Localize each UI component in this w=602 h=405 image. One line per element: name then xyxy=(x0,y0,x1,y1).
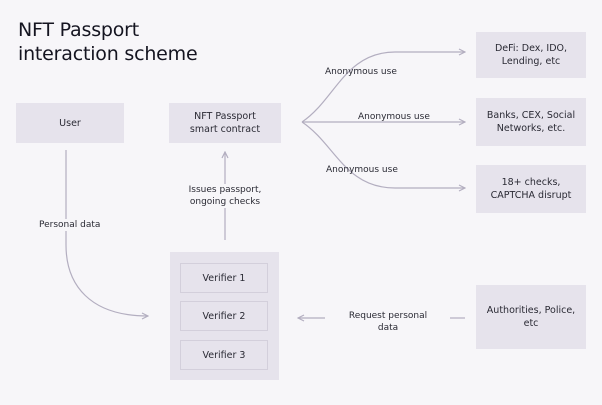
verifier-2-label: Verifier 2 xyxy=(202,310,246,322)
verifier-3-node: Verifier 3 xyxy=(180,340,268,370)
issues-line-2: ongoing checks xyxy=(189,197,261,207)
issues-line-1: Issues passport, xyxy=(188,185,262,195)
authorities-node: Authorities, Police, etc xyxy=(476,285,586,349)
edge-label-personal-data: Personal data xyxy=(37,219,103,231)
age-checks-node: 18+ checks, CAPTCHA disrupt xyxy=(476,165,586,213)
contract-label-line-2: smart contract xyxy=(189,124,261,135)
edge-label-request-personal-data: Request personal data xyxy=(346,310,430,334)
defi-node: DeFi: Dex, IDO, Lending, etc xyxy=(476,32,586,78)
checks-label-line-2: CAPTCHA disrupt xyxy=(490,190,572,201)
title-line-1: NFT Passport xyxy=(18,19,140,41)
arrow-user-to-verifier xyxy=(65,150,148,316)
edge-label-anonymous-top: Anonymous use xyxy=(325,67,397,77)
title-line-2: interaction scheme xyxy=(18,43,198,65)
smart-contract-node: NFT Passport smart contract xyxy=(169,103,281,143)
verifier-group: Verifier 1 Verifier 2 Verifier 3 xyxy=(170,252,279,380)
user-node: User xyxy=(16,103,124,143)
arrow-contract-to-defi xyxy=(301,52,465,123)
edge-label-anonymous-bottom: Anonymous use xyxy=(326,165,398,175)
authorities-label: Authorities, Police, etc xyxy=(486,305,576,329)
verifier-1-label: Verifier 1 xyxy=(202,272,246,284)
checks-label-line-1: 18+ checks, xyxy=(501,177,561,188)
banks-label-line-2: Networks, etc. xyxy=(496,123,566,134)
verifier-2-node: Verifier 2 xyxy=(180,301,268,331)
verifier-1-node: Verifier 1 xyxy=(180,263,268,293)
verifier-3-label: Verifier 3 xyxy=(202,349,246,361)
request-line-2: data xyxy=(377,323,399,333)
banks-label-line-1: Banks, CEX, Social xyxy=(486,110,576,121)
request-line-1: Request personal xyxy=(348,311,428,321)
defi-label-line-2: Lending, etc xyxy=(501,56,561,67)
edge-label-anonymous-mid: Anonymous use xyxy=(358,112,430,122)
arrow-contract-to-checks xyxy=(301,121,465,188)
diagram-title: NFT Passport interaction scheme xyxy=(18,18,198,66)
edge-label-issues-passport: Issues passport, ongoing checks xyxy=(184,184,266,208)
defi-label-line-1: DeFi: Dex, IDO, xyxy=(494,43,568,54)
banks-node: Banks, CEX, Social Networks, etc. xyxy=(476,98,586,146)
user-label: User xyxy=(59,117,81,129)
contract-label-line-1: NFT Passport xyxy=(194,111,256,122)
